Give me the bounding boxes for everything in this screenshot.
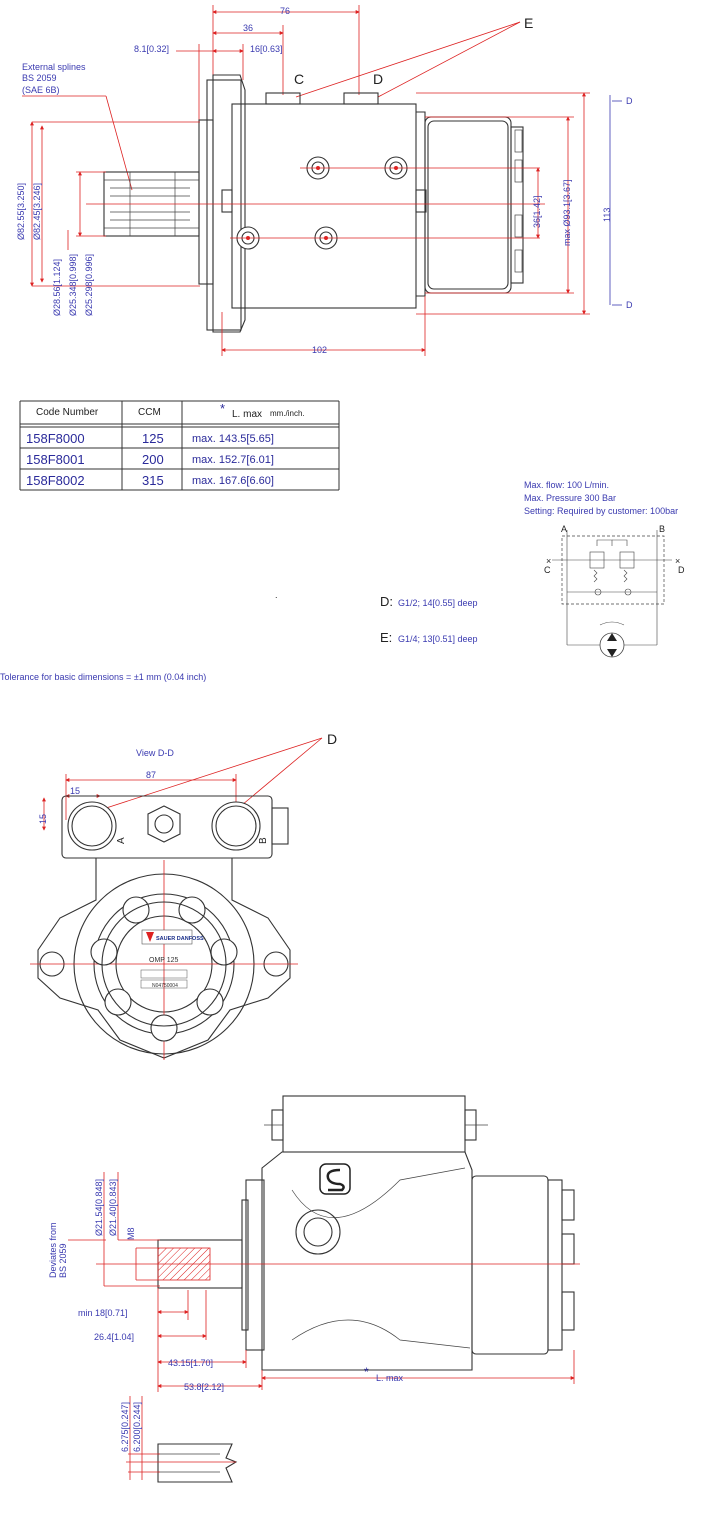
dim-36: 36 xyxy=(243,23,253,33)
port-d-text: G1/2; 14[0.55] deep xyxy=(398,598,478,608)
table-row-code: 158F8002 xyxy=(26,473,85,488)
dim-dia-28-56: Ø28.56[1.124] xyxy=(52,259,62,316)
view-dd-label-d: D xyxy=(327,731,337,747)
port-b-label: B xyxy=(659,524,665,534)
dim-dia-82-45: Ø82.45[3.246] xyxy=(32,183,42,240)
dim-36-142: 36[1.42] xyxy=(532,195,542,228)
table-row-ccm: 200 xyxy=(142,452,164,467)
dim-16: 16[0.63] xyxy=(250,44,283,54)
view-dd-label-a: A xyxy=(116,837,127,844)
brand-label: SAUER DANFOSS xyxy=(156,936,204,942)
spec-flow: Max. flow: 100 L/min. xyxy=(524,480,609,490)
port-e-letter: E: xyxy=(380,630,392,645)
table-header-lmax: L. max xyxy=(232,409,262,420)
port-e-text: G1/4; 13[0.51] deep xyxy=(398,634,478,644)
marker-d-bottom: D xyxy=(626,300,633,310)
splines-line1: External splines xyxy=(22,62,86,72)
table-header-units: mm./inch. xyxy=(270,409,305,418)
dim-m8: M8 xyxy=(126,1227,136,1240)
spec-pressure: Max. Pressure 300 Bar xyxy=(524,493,616,503)
dim-15-h: 15 xyxy=(70,786,80,796)
table-row-lmax: max. 152.7[6.01] xyxy=(192,454,274,466)
table-header-code: Code Number xyxy=(36,407,99,418)
dim-min-18: min 18[0.71] xyxy=(78,1308,128,1318)
dim-102: 102 xyxy=(312,345,327,355)
dim-113: 113 xyxy=(602,208,612,222)
code-table: Code Number CCM * L. max mm./inch. 158F8… xyxy=(19,400,340,491)
spec-setting: Setting: Required by customer: 100bar xyxy=(524,506,678,516)
dim-8-1: 8.1[0.32] xyxy=(134,44,169,54)
hydraulic-schematic: A B × × C D xyxy=(544,524,685,658)
splines-line2: BS 2059 xyxy=(22,73,57,83)
port-d-letter: D: xyxy=(380,594,393,609)
view-dd-drawing: View D-D D 87 15 15 A B xyxy=(30,731,337,1060)
lmax-star: * xyxy=(364,1365,369,1379)
table-row-code: 158F8001 xyxy=(26,452,85,467)
dim-53-8: 53.8[2.12] xyxy=(184,1382,224,1392)
dim-15-v: 15 xyxy=(38,814,48,824)
dim-87: 87 xyxy=(146,770,156,780)
tolerance-note: Tolerance for basic dimensions = ±1 mm (… xyxy=(0,672,206,682)
dim-26-4: 26.4[1.04] xyxy=(94,1332,134,1342)
svg-text:×: × xyxy=(546,556,551,566)
dim-76: 76 xyxy=(280,6,290,16)
table-row-code: 158F8000 xyxy=(26,431,85,446)
label-c: C xyxy=(294,71,304,87)
dim-dia-82-55: Ø82.55[3.250] xyxy=(16,183,26,240)
specs-block: Max. flow: 100 L/min. Max. Pressure 300 … xyxy=(524,480,678,516)
dim-dia-25-348: Ø25.348[0.998] xyxy=(68,254,78,316)
dim-key-6-200: 6.200[0.244] xyxy=(132,1402,142,1452)
dim-43-15: 43.15[1.70] xyxy=(168,1358,213,1368)
model-label: OMP 125 xyxy=(149,957,179,964)
table-row-lmax: max. 167.6[6.60] xyxy=(192,475,274,487)
deviates-line1: Deviates from xyxy=(48,1222,58,1278)
view-dd-label-b: B xyxy=(258,837,269,844)
table-header-star: * xyxy=(220,401,225,416)
port-notes: D: G1/2; 14[0.55] deep E: G1/4; 13[0.51]… xyxy=(380,594,478,645)
port-c-label: C xyxy=(544,565,551,575)
dim-dia-25-298: Ø25.298[0.996] xyxy=(84,254,94,316)
dim-key-6-275: 6.275[0.247] xyxy=(120,1402,130,1452)
view-dd-title: View D-D xyxy=(136,748,174,758)
table-row-ccm: 315 xyxy=(142,473,164,488)
lmax-label: L. max xyxy=(376,1373,404,1383)
port-d-label: D xyxy=(678,565,685,575)
top-view-drawing: 76 36 16[0.63] 8.1[0.32] E C D External … xyxy=(16,5,633,356)
label-e: E xyxy=(524,15,533,31)
dim-dia-21-40: Ø21.40[0.843] xyxy=(108,1179,118,1236)
marker-d-top: D xyxy=(626,96,633,106)
dim-dia-21-54: Ø21.54[0.848] xyxy=(94,1179,104,1236)
table-header-ccm: CCM xyxy=(138,407,161,418)
table-row-lmax: max. 143.5[5.65] xyxy=(192,433,274,445)
port-a-label: A xyxy=(561,524,567,534)
svg-text:×: × xyxy=(675,556,680,566)
splines-line3: (SAE 6B) xyxy=(22,85,60,95)
label-d: D xyxy=(373,71,383,87)
side-view-drawing: Deviates from BS 2059 Ø21.54[0.848] Ø21.… xyxy=(48,1095,580,1483)
serial-label: N04750004 xyxy=(152,983,178,989)
dim-max-93: max Ø93.1[3.67] xyxy=(562,179,572,246)
table-row-ccm: 125 xyxy=(142,431,164,446)
deviates-line2: BS 2059 xyxy=(58,1243,68,1278)
svg-text:.: . xyxy=(275,590,278,600)
